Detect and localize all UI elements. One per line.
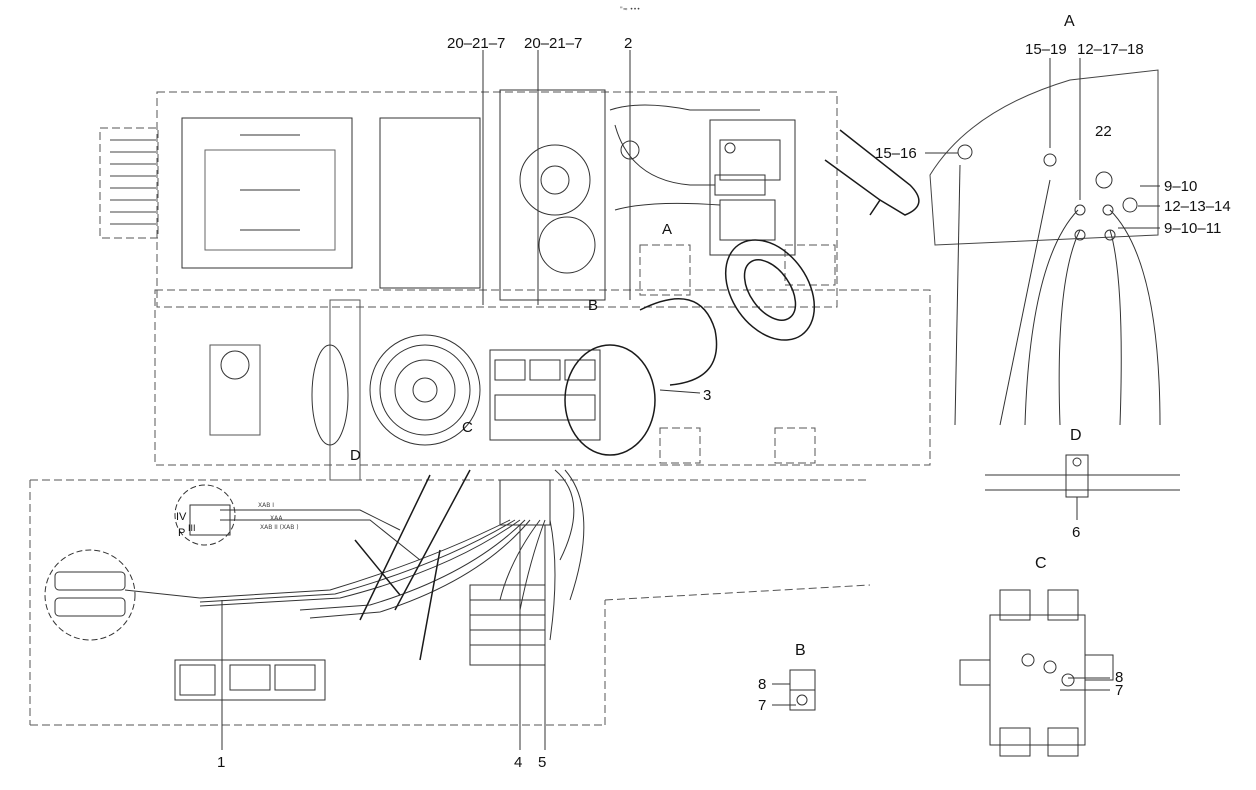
callout-5: 5	[538, 754, 547, 771]
detail-b-8: 8	[758, 676, 767, 693]
port-mark-xab2: XAB II (XAB )	[260, 524, 299, 531]
detail-a-15-19: 15–19	[1025, 41, 1067, 58]
detail-c-8: 8	[1115, 669, 1124, 686]
valve-bank-b	[469, 584, 546, 666]
callout-20-21-7-left: 20–21–7	[447, 35, 506, 52]
detail-a-9-10: 9–10	[1164, 178, 1198, 195]
detail-c-7: 7	[1115, 682, 1124, 699]
detail-c-valve	[989, 614, 1086, 746]
detail-d-pipe	[985, 474, 1180, 491]
detail-a-12-13-14: 12–13–14	[1164, 198, 1231, 215]
detail-b-title: B	[795, 642, 806, 659]
detail-a-title: A	[1064, 13, 1075, 30]
callout-20-21-7-right: 20–21–7	[524, 35, 583, 52]
view-b-marker: B	[588, 297, 599, 314]
pedal-detail	[44, 549, 136, 641]
detail-a-22: 22	[1095, 123, 1112, 140]
header-mark: "≈ •••	[620, 6, 641, 13]
detail-d-6: 6	[1072, 524, 1081, 541]
port-mark-iii: III	[188, 523, 196, 533]
callout-4: 4	[514, 754, 523, 771]
detail-c-title: C	[1035, 555, 1047, 572]
control-valve	[489, 349, 601, 441]
main-pump	[709, 119, 796, 256]
swing-ring	[369, 334, 481, 446]
port-mark-iv: IV	[176, 511, 187, 523]
detail-a-frame	[929, 69, 1159, 246]
callout-3: 3	[703, 387, 712, 404]
hose-bundle	[199, 469, 585, 641]
watermark-glyphs	[354, 129, 920, 661]
callout-1: 1	[217, 754, 226, 771]
hydraulic-tank	[379, 117, 481, 289]
detail-a-12-17-18: 12–17–18	[1077, 41, 1144, 58]
detail-b-7: 7	[758, 697, 767, 714]
radiator-grille	[110, 139, 156, 225]
port-cluster	[174, 484, 236, 546]
view-a-marker: A	[662, 221, 673, 238]
engine-block	[499, 89, 606, 301]
callout-2: 2	[624, 35, 633, 52]
detail-d-title: D	[1070, 427, 1082, 444]
port-mark-xaa: XAA	[270, 515, 283, 522]
port-mark-p: P	[178, 527, 186, 539]
upper-frame	[29, 91, 931, 726]
detail-a-15-16: 15–16	[875, 145, 917, 162]
view-c-marker: C	[462, 419, 473, 436]
view-d-marker: D	[350, 447, 361, 464]
console	[174, 659, 326, 701]
port-mark-xab1: XAB I	[258, 502, 275, 509]
valve-bank-a	[499, 479, 551, 526]
detail-a-9-10-11: 9–10–11	[1164, 220, 1222, 237]
fuel-tank	[181, 117, 353, 269]
